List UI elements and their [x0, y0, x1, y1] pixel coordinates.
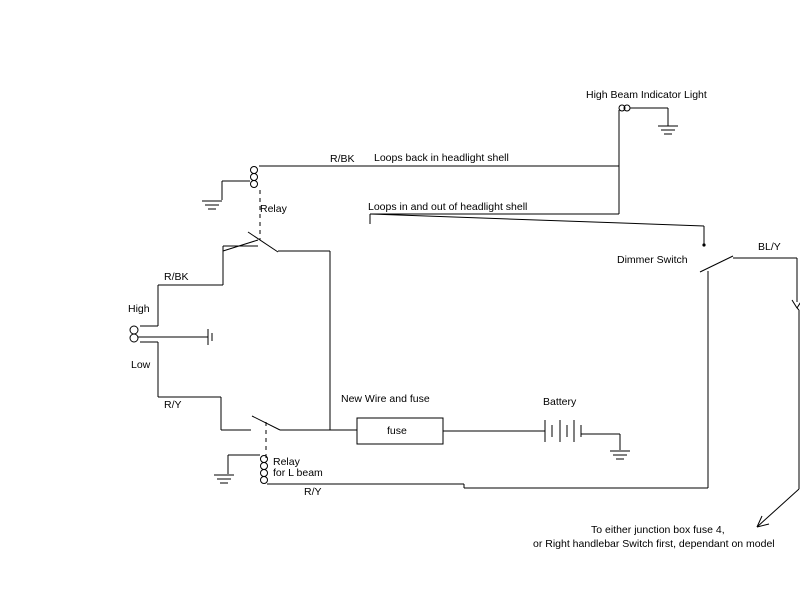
low-beam-wire: [140, 341, 251, 431]
indicator-lamp-icon: [618, 104, 669, 126]
r-y-bottom-label: R/Y: [304, 486, 322, 498]
low-label: Low: [131, 359, 151, 371]
battery-icon: [544, 420, 621, 450]
new-wire-label: New Wire and fuse: [341, 393, 430, 405]
headlight-lamp-icon: [129, 325, 213, 345]
relay-bottom-label-2: for L beam: [273, 467, 323, 479]
relay-coil-icon: [227, 454, 268, 484]
arrow-icon: [756, 299, 800, 528]
dimmer-switch-icon: [699, 243, 798, 302]
relay-switch-icon: [247, 231, 331, 430]
loops-in-out-label: Loops in and out of headlight shell: [368, 201, 527, 213]
ground-icon: [658, 125, 678, 135]
indicator-wires: [259, 110, 705, 244]
high-label: High: [128, 303, 150, 315]
r-bk-left-label: R/BK: [164, 271, 189, 283]
fuse-label: fuse: [387, 425, 407, 437]
junction-label-1: To either junction box fuse 4,: [591, 524, 725, 536]
relay-coil-icon: [221, 166, 258, 200]
relay-switch-icon: [251, 415, 357, 431]
battery-label: Battery: [543, 396, 577, 408]
dimmer-switch-label: Dimmer Switch: [617, 254, 688, 266]
relay-bottom-label-1: Relay: [273, 456, 301, 468]
ground-icon: [202, 200, 222, 210]
loops-back-label: Loops back in headlight shell: [374, 152, 509, 164]
junction-label-2: or Right handlebar Switch first, dependa…: [533, 538, 775, 550]
r-bk-top-label: R/BK: [330, 153, 355, 165]
dimmer-wire: [267, 271, 709, 489]
relay-top-label: Relay: [260, 203, 288, 215]
fuse-icon: [356, 417, 545, 445]
r-y-left-label: R/Y: [164, 399, 182, 411]
ground-icon: [610, 450, 630, 460]
ground-icon: [214, 474, 234, 484]
high-beam-wire: [140, 239, 259, 327]
bl-y-label: BL/Y: [758, 241, 781, 253]
indicator-label: High Beam Indicator Light: [586, 89, 707, 101]
